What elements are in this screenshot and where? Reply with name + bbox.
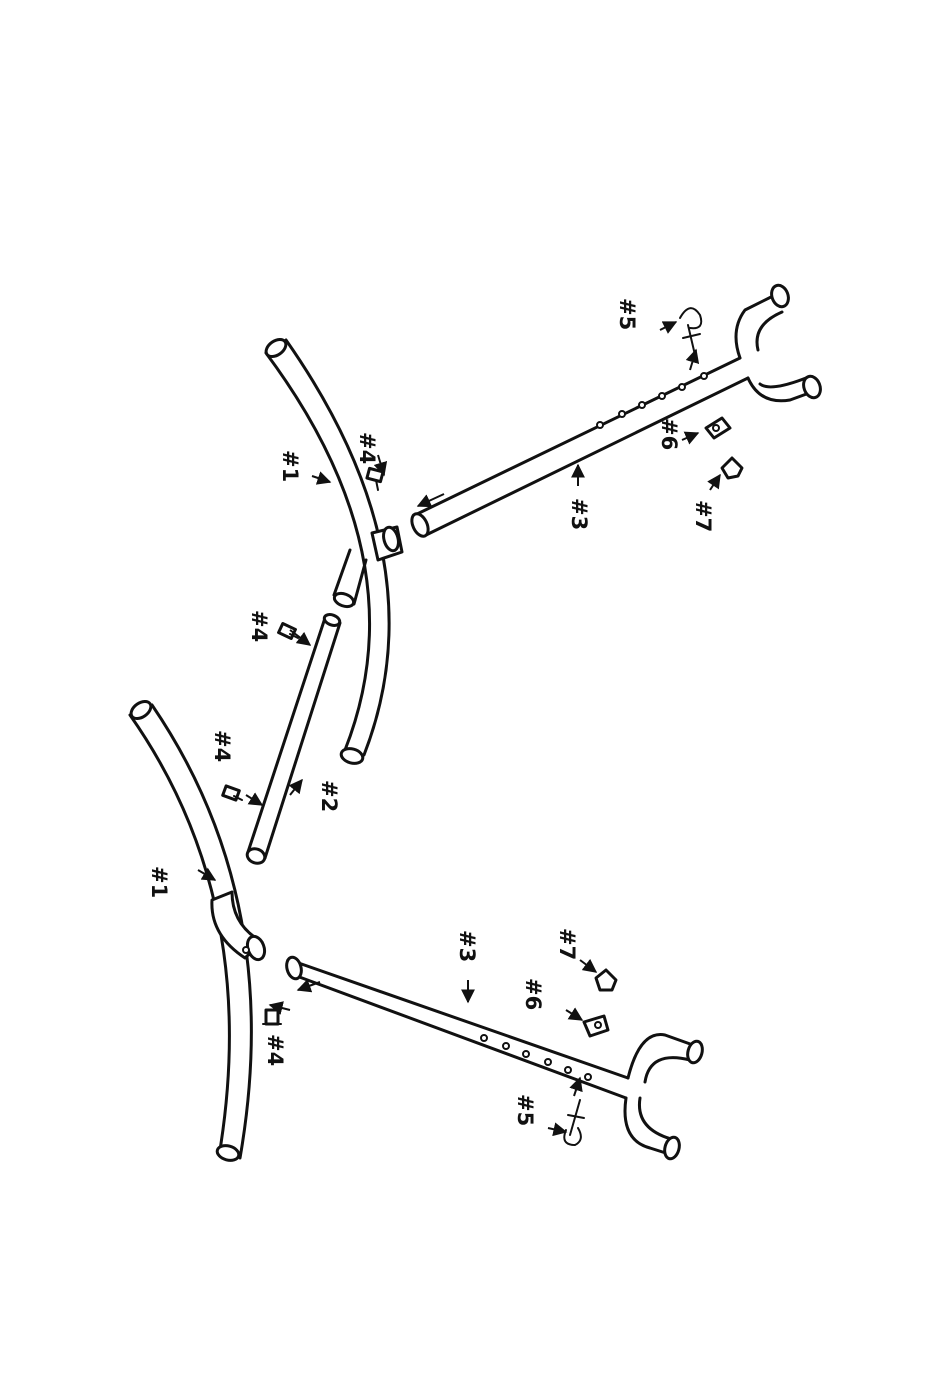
part-7-wing-nut-lower: [596, 970, 616, 990]
part-6-plate-lower: [584, 1016, 608, 1036]
label-part-4-d: #4: [263, 1034, 287, 1066]
part-5-hook-upper: [680, 308, 701, 355]
part-4-knob-upper-1: [367, 468, 383, 490]
part-4-knob-upper-2: [279, 624, 298, 639]
label-part-5-top: #5: [615, 298, 639, 330]
part-labels: #1 #4 #4 #4 #2 #5 #6 #3 #7 #1 #4 #3 #7 #…: [147, 298, 715, 1126]
part-7-wing-nut-upper: [722, 458, 742, 478]
lower-assembly: [128, 698, 705, 1163]
label-part-6-top: #6: [657, 418, 681, 450]
label-part-4-c: #4: [210, 730, 234, 762]
label-part-6-bottom: #6: [521, 978, 545, 1010]
label-part-1-bottom: #1: [147, 866, 171, 898]
label-part-4-a: #4: [355, 432, 379, 464]
part-1-upper-curved-tube: [263, 336, 402, 766]
label-part-7-bottom: #7: [555, 928, 579, 960]
part-2-brace: [245, 613, 341, 866]
part-4-knob-upper-3: [223, 786, 242, 800]
part-6-plate-upper: [706, 418, 730, 438]
label-part-1-top: #1: [278, 450, 302, 482]
part-5-hook-lower: [564, 1100, 584, 1145]
post-holes: [481, 1035, 591, 1080]
upper-assembly: [223, 283, 824, 866]
label-part-5-bottom: #5: [513, 1094, 537, 1126]
label-part-4-b: #4: [247, 610, 271, 642]
label-part-3-top: #3: [567, 498, 591, 530]
part-3-lower-post: [284, 956, 704, 1161]
label-part-2: #2: [317, 780, 341, 812]
part-1-lower-curved-tube: [128, 698, 268, 1163]
label-part-3-bottom: #3: [455, 930, 479, 962]
part-4-knob-lower: [263, 1010, 281, 1024]
label-part-7-top: #7: [691, 500, 715, 532]
